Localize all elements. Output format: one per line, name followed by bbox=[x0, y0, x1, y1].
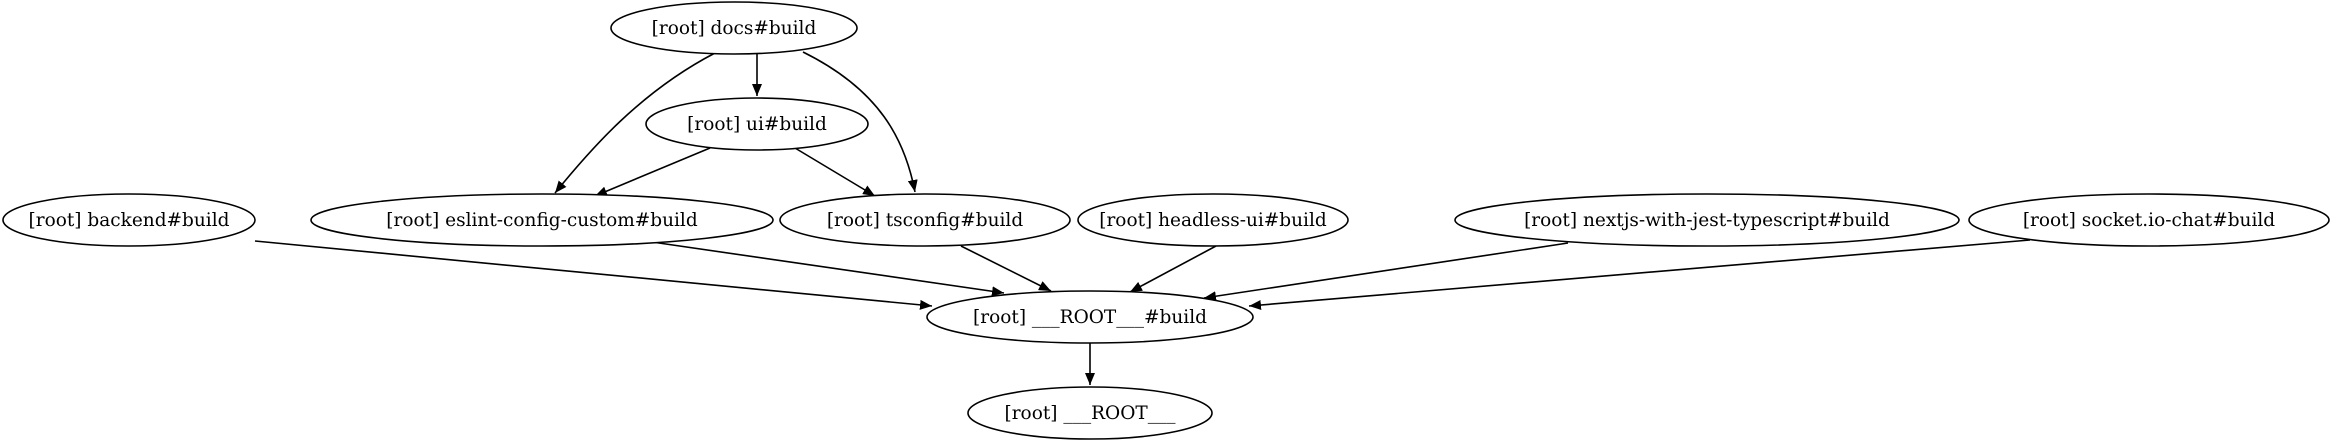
node-socket: [root] socket.io-chat#build bbox=[1968, 193, 2330, 247]
node-ui: [root] ui#build bbox=[645, 97, 869, 151]
node-label: [root] headless-ui#build bbox=[1099, 210, 1327, 231]
node-ellipse bbox=[1454, 193, 1960, 247]
edge-backend-to-rootbuild bbox=[254, 240, 933, 310]
node-label: [root] socket.io-chat#build bbox=[2023, 210, 2275, 231]
node-label: [root] backend#build bbox=[29, 210, 230, 231]
node-label: [root] ___ROOT___ bbox=[1005, 403, 1177, 424]
node-docs: [root] docs#build bbox=[610, 1, 858, 55]
edge-ui-to-tsconfig bbox=[794, 147, 876, 197]
edge-docs-to-eslint bbox=[554, 52, 716, 194]
edge-ui-to-eslint bbox=[594, 147, 711, 197]
node-label: [root] nextjs-with-jest-typescript#build bbox=[1524, 210, 1890, 231]
edge-eslint-to-rootbuild bbox=[651, 241, 1005, 297]
edge-nextjs-to-rootbuild bbox=[1203, 242, 1569, 302]
node-label: [root] eslint-config-custom#build bbox=[386, 210, 698, 231]
node-label: [root] tsconfig#build bbox=[827, 210, 1023, 231]
node-ellipse bbox=[967, 386, 1213, 440]
node-ellipse bbox=[1968, 193, 2330, 247]
node-rootbuild: [root] ___ROOT___#build bbox=[926, 290, 1254, 344]
node-backend: [root] backend#build bbox=[2, 193, 256, 247]
node-tsconfig: [root] tsconfig#build bbox=[779, 193, 1071, 247]
edge-docs-to-tsconfig bbox=[802, 51, 918, 193]
node-nextjs: [root] nextjs-with-jest-typescript#build bbox=[1454, 193, 1960, 247]
node-ellipse bbox=[310, 193, 774, 247]
node-ellipse bbox=[645, 97, 869, 151]
edge-socket-to-rootbuild bbox=[1248, 239, 2031, 310]
node-headless: [root] headless-ui#build bbox=[1077, 193, 1349, 247]
node-label: [root] ___ROOT___#build bbox=[973, 307, 1207, 328]
node-ellipse bbox=[926, 290, 1254, 344]
edges-layer bbox=[254, 51, 2031, 385]
node-ellipse bbox=[779, 193, 1071, 247]
node-eslint: [root] eslint-config-custom#build bbox=[310, 193, 774, 247]
node-label: [root] ui#build bbox=[687, 114, 827, 135]
node-root: [root] ___ROOT___ bbox=[967, 386, 1213, 440]
node-ellipse bbox=[2, 193, 256, 247]
node-label: [root] docs#build bbox=[652, 18, 817, 39]
node-ellipse bbox=[1077, 193, 1349, 247]
edge-headless-to-rootbuild bbox=[1129, 245, 1217, 293]
node-ellipse bbox=[610, 1, 858, 55]
edge-tsconfig-to-rootbuild bbox=[960, 245, 1052, 292]
